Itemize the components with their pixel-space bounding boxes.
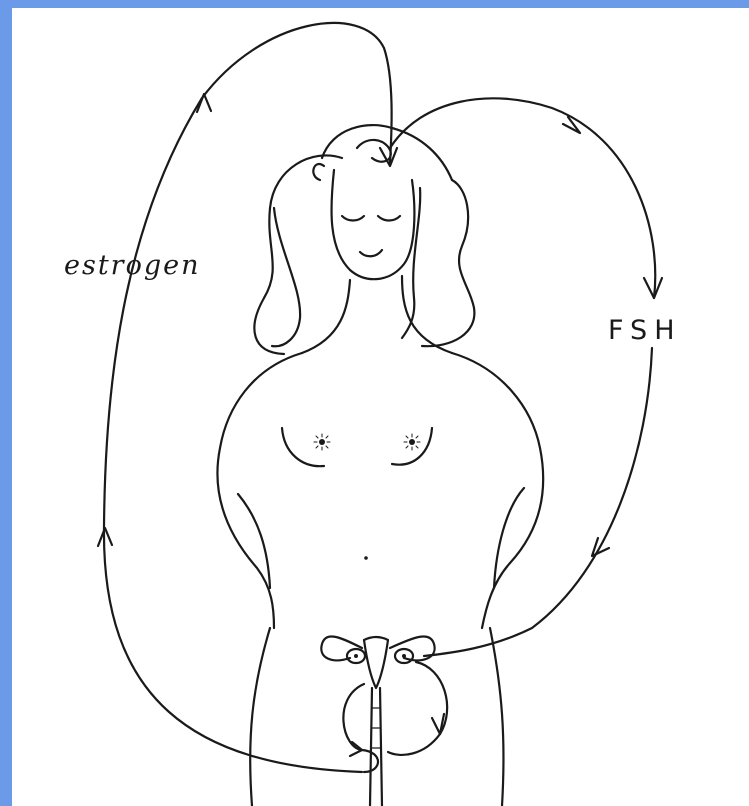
- cervix-vagina: [370, 688, 382, 806]
- face-outline: [331, 170, 414, 279]
- right-hip: [490, 628, 504, 806]
- estrogen-loop-right: [388, 662, 447, 755]
- right-breast: [392, 428, 432, 465]
- hair-outline-left-inner: [272, 208, 300, 346]
- right-nipple: [404, 434, 420, 450]
- fsh-arrowhead-upper: [644, 278, 662, 298]
- estrogen-arrow: [98, 23, 397, 772]
- fsh-arrow-path: [390, 98, 655, 298]
- right-torso: [494, 488, 524, 588]
- neck-left: [302, 280, 350, 353]
- fsh-label: FSH: [608, 315, 682, 346]
- right-shoulder-arm: [452, 353, 543, 628]
- left-ovary-follicle: [354, 654, 358, 658]
- estrogen-arrowhead-top: [380, 148, 397, 166]
- nipples: [314, 434, 420, 450]
- fsh-arrow-path-lower: [424, 348, 652, 656]
- left-nipple: [314, 434, 330, 450]
- hormone-feedback-diagram: [12, 8, 749, 806]
- left-breast: [282, 428, 324, 466]
- face: [331, 170, 414, 279]
- hair-top: [322, 125, 452, 180]
- left-hip: [250, 628, 270, 806]
- uterus-ovaries: [321, 636, 447, 806]
- right-eye: [378, 216, 400, 221]
- right-ovary-follicle: [402, 654, 406, 658]
- vagina-texture: [372, 708, 380, 748]
- left-torso: [238, 494, 270, 588]
- diagram-panel: estrogen FSH: [12, 8, 749, 806]
- estrogen-label: estrogen: [64, 250, 201, 281]
- hair-curl-left: [313, 164, 324, 180]
- left-shoulder-arm: [217, 353, 302, 628]
- uterus-body: [364, 637, 388, 688]
- left-eye: [342, 216, 364, 221]
- neck-right: [402, 276, 452, 353]
- mouth: [360, 250, 382, 256]
- fsh-arrow: [390, 98, 662, 656]
- hair-outline-right: [422, 180, 474, 346]
- navel: [364, 556, 368, 560]
- hair: [254, 125, 474, 354]
